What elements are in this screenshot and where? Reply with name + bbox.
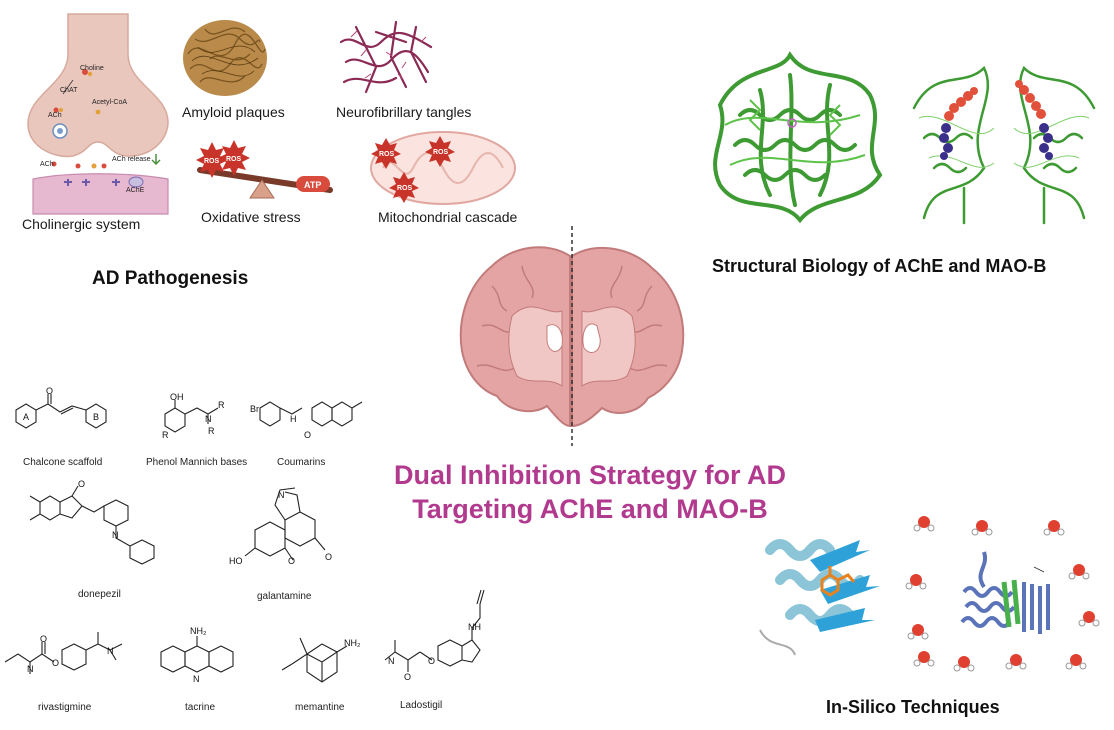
- mannich-oh: OH: [170, 392, 184, 402]
- tangles-label: Neurofibrillary tangles: [336, 104, 472, 120]
- chalcone-label: Chalcone scaffold: [23, 457, 103, 468]
- rivastigmine-n1: N: [27, 664, 34, 674]
- tacrine-structure: NH₂ N: [160, 626, 234, 684]
- tacrine-n: N: [193, 674, 200, 684]
- tacrine-label: tacrine: [185, 702, 216, 713]
- donepezil-label: donepezil: [78, 589, 121, 600]
- ladostigil-structure: N O O NH: [384, 589, 485, 682]
- ros-label-4: ROS: [433, 149, 449, 156]
- oxidative-stress-image: ATP ROS ROS: [196, 140, 333, 199]
- center-title: Dual Inhibition Strategy for AD Targetin…: [330, 458, 850, 526]
- ach-synapse-label: ACh: [40, 161, 54, 168]
- tacrine-nh2: NH₂: [190, 626, 207, 636]
- mannich-n: N: [205, 414, 212, 424]
- chalcone-o: O: [46, 386, 53, 396]
- ros-label-2: ROS: [226, 156, 242, 163]
- rivastigmine-o2: O: [52, 658, 59, 668]
- mannich-r1: R: [218, 400, 225, 410]
- mito-label: Mitochondrial cascade: [378, 209, 518, 225]
- galantamine-structure: N O HO O: [229, 487, 332, 566]
- center-title-line1: Dual Inhibition Strategy for AD: [393, 460, 786, 490]
- ladostigil-n1: N: [388, 656, 395, 666]
- ach-release-label: ACh release: [112, 156, 151, 163]
- ros-label-3: ROS: [379, 151, 395, 158]
- structural-heading: Structural Biology of AChE and MAO-B: [712, 256, 1047, 276]
- memantine-label: memantine: [295, 702, 345, 713]
- rivastigmine-label: rivastigmine: [38, 702, 92, 713]
- mannich-label: Phenol Mannich bases: [146, 457, 248, 468]
- insilico-heading: In-Silico Techniques: [826, 697, 1000, 717]
- memantine-structure: NH₂: [281, 637, 361, 683]
- ladostigil-nh: NH: [468, 622, 481, 632]
- acetylcoa-label: Acetyl-CoA: [92, 99, 127, 106]
- rivastigmine-structure: N O O N: [4, 632, 123, 674]
- chat-label: ChAT: [60, 87, 78, 94]
- ache-label: AChE: [126, 187, 145, 194]
- chalcone-structure: O A B: [15, 386, 107, 429]
- atp-label: ATP: [304, 180, 321, 190]
- tangles-image: [339, 20, 433, 94]
- galantamine-n: N: [278, 490, 285, 500]
- ladostigil-o1: O: [404, 672, 411, 682]
- coumarin-br: Br: [250, 404, 259, 414]
- amyloid-plaque-image: [183, 20, 267, 96]
- maob-structure-image: [912, 65, 1096, 225]
- ache-structure-image: [713, 51, 883, 224]
- rivastigmine-o1: O: [40, 634, 47, 644]
- coumarin-nh: H: [290, 414, 297, 424]
- donepezil-o: O: [78, 479, 85, 489]
- oxidative-label: Oxidative stress: [201, 209, 301, 225]
- mannich-structure: OH N R R R: [162, 392, 225, 440]
- mitochondria-image: ROS ROS ROS: [370, 131, 516, 205]
- ach-label: ACh: [48, 112, 62, 119]
- ring-a-label: A: [23, 412, 29, 422]
- docking-image: [759, 539, 880, 656]
- ladostigil-o2: O: [428, 656, 435, 666]
- center-title-line2: Targeting AChE and MAO-B: [412, 494, 768, 524]
- galantamine-label: galantamine: [257, 591, 312, 602]
- memantine-nh2: NH₂: [344, 638, 361, 648]
- ladostigil-label: Ladostigil: [400, 700, 443, 711]
- md-simulation-image: [905, 516, 1100, 672]
- donepezil-structure: O N: [29, 479, 155, 565]
- choline-label: Choline: [80, 65, 104, 72]
- coumarin-structure: Br H O: [250, 401, 363, 440]
- coumarins-label: Coumarins: [277, 457, 326, 468]
- rivastigmine-n2: N: [107, 646, 114, 656]
- water-molecules: [905, 516, 1100, 672]
- cholinergic-label: Cholinergic system: [22, 216, 141, 232]
- amyloid-label: Amyloid plaques: [182, 104, 285, 120]
- pathogenesis-heading: AD Pathogenesis: [92, 268, 249, 289]
- synapse-illustration: Choline ChAT Acetyl-CoA ACh ACh ACh rele…: [27, 13, 169, 215]
- donepezil-n: N: [112, 530, 119, 540]
- mannich-r2: R: [208, 426, 215, 436]
- galantamine-ome: O: [325, 552, 332, 562]
- ros-label-5: ROS: [397, 185, 413, 192]
- galantamine-ho: HO: [229, 556, 243, 566]
- galantamine-o: O: [288, 556, 295, 566]
- brain-illustration: [459, 226, 685, 446]
- mannich-r3: R: [162, 430, 169, 440]
- ros-label-1: ROS: [204, 158, 220, 165]
- ring-b-label: B: [93, 412, 99, 422]
- coumarin-o: O: [304, 430, 311, 440]
